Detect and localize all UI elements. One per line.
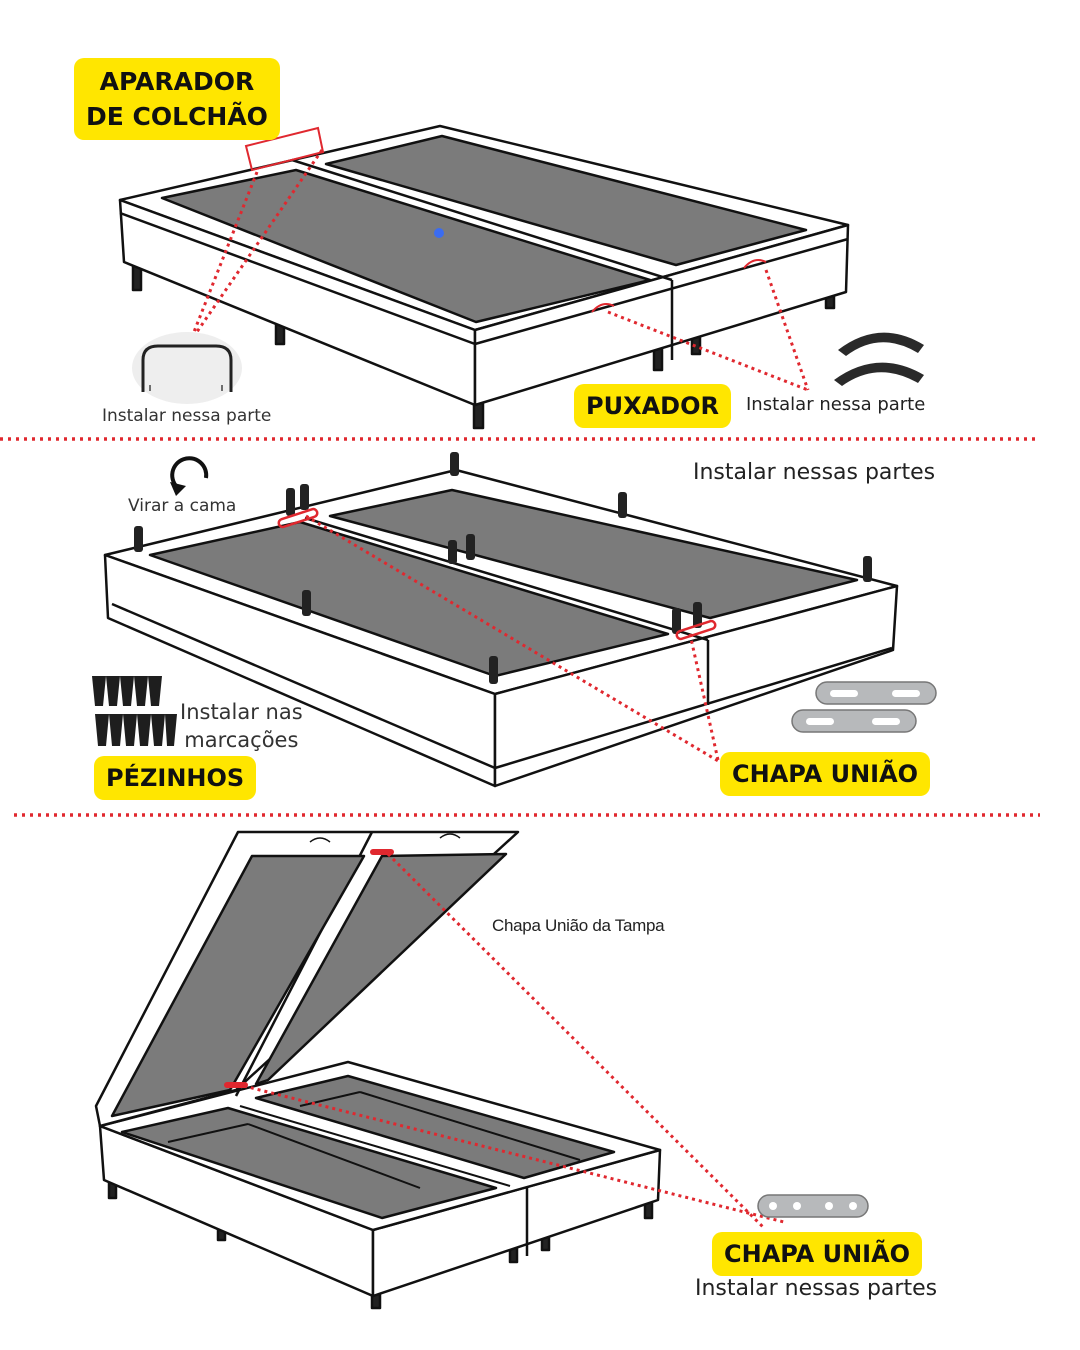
bed-open-lid [94,830,662,1310]
feet-note-line-1: Instalar nas [180,700,303,724]
feet-markers [134,452,872,684]
feet-note-line-2: marcações [184,728,299,752]
leader-lines-3 [243,852,785,1230]
leader-lines-1 [188,149,810,392]
union-plate-tag: CHAPA UNIÃO [720,752,931,796]
union-plate-marks [277,507,717,641]
feet-tag: PÉZINHOS [94,756,257,800]
lid-union-marks [224,849,394,1088]
mattress-stop-tag-line-2: DE COLCHÃO [86,102,268,131]
bottom-install-note: Instalar nessas partes [695,1276,938,1301]
rotate-icon [170,456,209,496]
mattress-stop-note: Instalar nessa parte [102,406,272,426]
mattress-stop-tag-line-1: APARADOR [99,67,255,96]
handle-mark [591,303,615,313]
mattress-stop-outline [244,126,325,172]
handle-mark [743,259,767,269]
bed-base-top-view [118,124,850,430]
mattress-stop-photo [132,332,242,404]
feet-photo [92,676,177,746]
feet-note: Instalar nas marcações [180,698,303,754]
flip-bed-note: Virar a cama [128,496,237,516]
lid-union-note: Chapa União da Tampa [492,916,665,935]
flip-section-note: Instalar nessas partes [693,460,936,485]
bed-base-flipped [103,468,899,788]
handle-note: Instalar nessa parte [746,394,926,415]
marker-dot [434,228,444,238]
mattress-stop-tag: APARADOR DE COLCHÃO [74,58,280,140]
handle-photo [834,332,924,386]
union-plate-tag-bottom: CHAPA UNIÃO [712,1232,923,1276]
union-plate-photo [757,1194,869,1218]
union-plate-photo [791,681,937,733]
leader-lines-2 [305,514,731,770]
handle-tag: PUXADOR [574,384,731,428]
